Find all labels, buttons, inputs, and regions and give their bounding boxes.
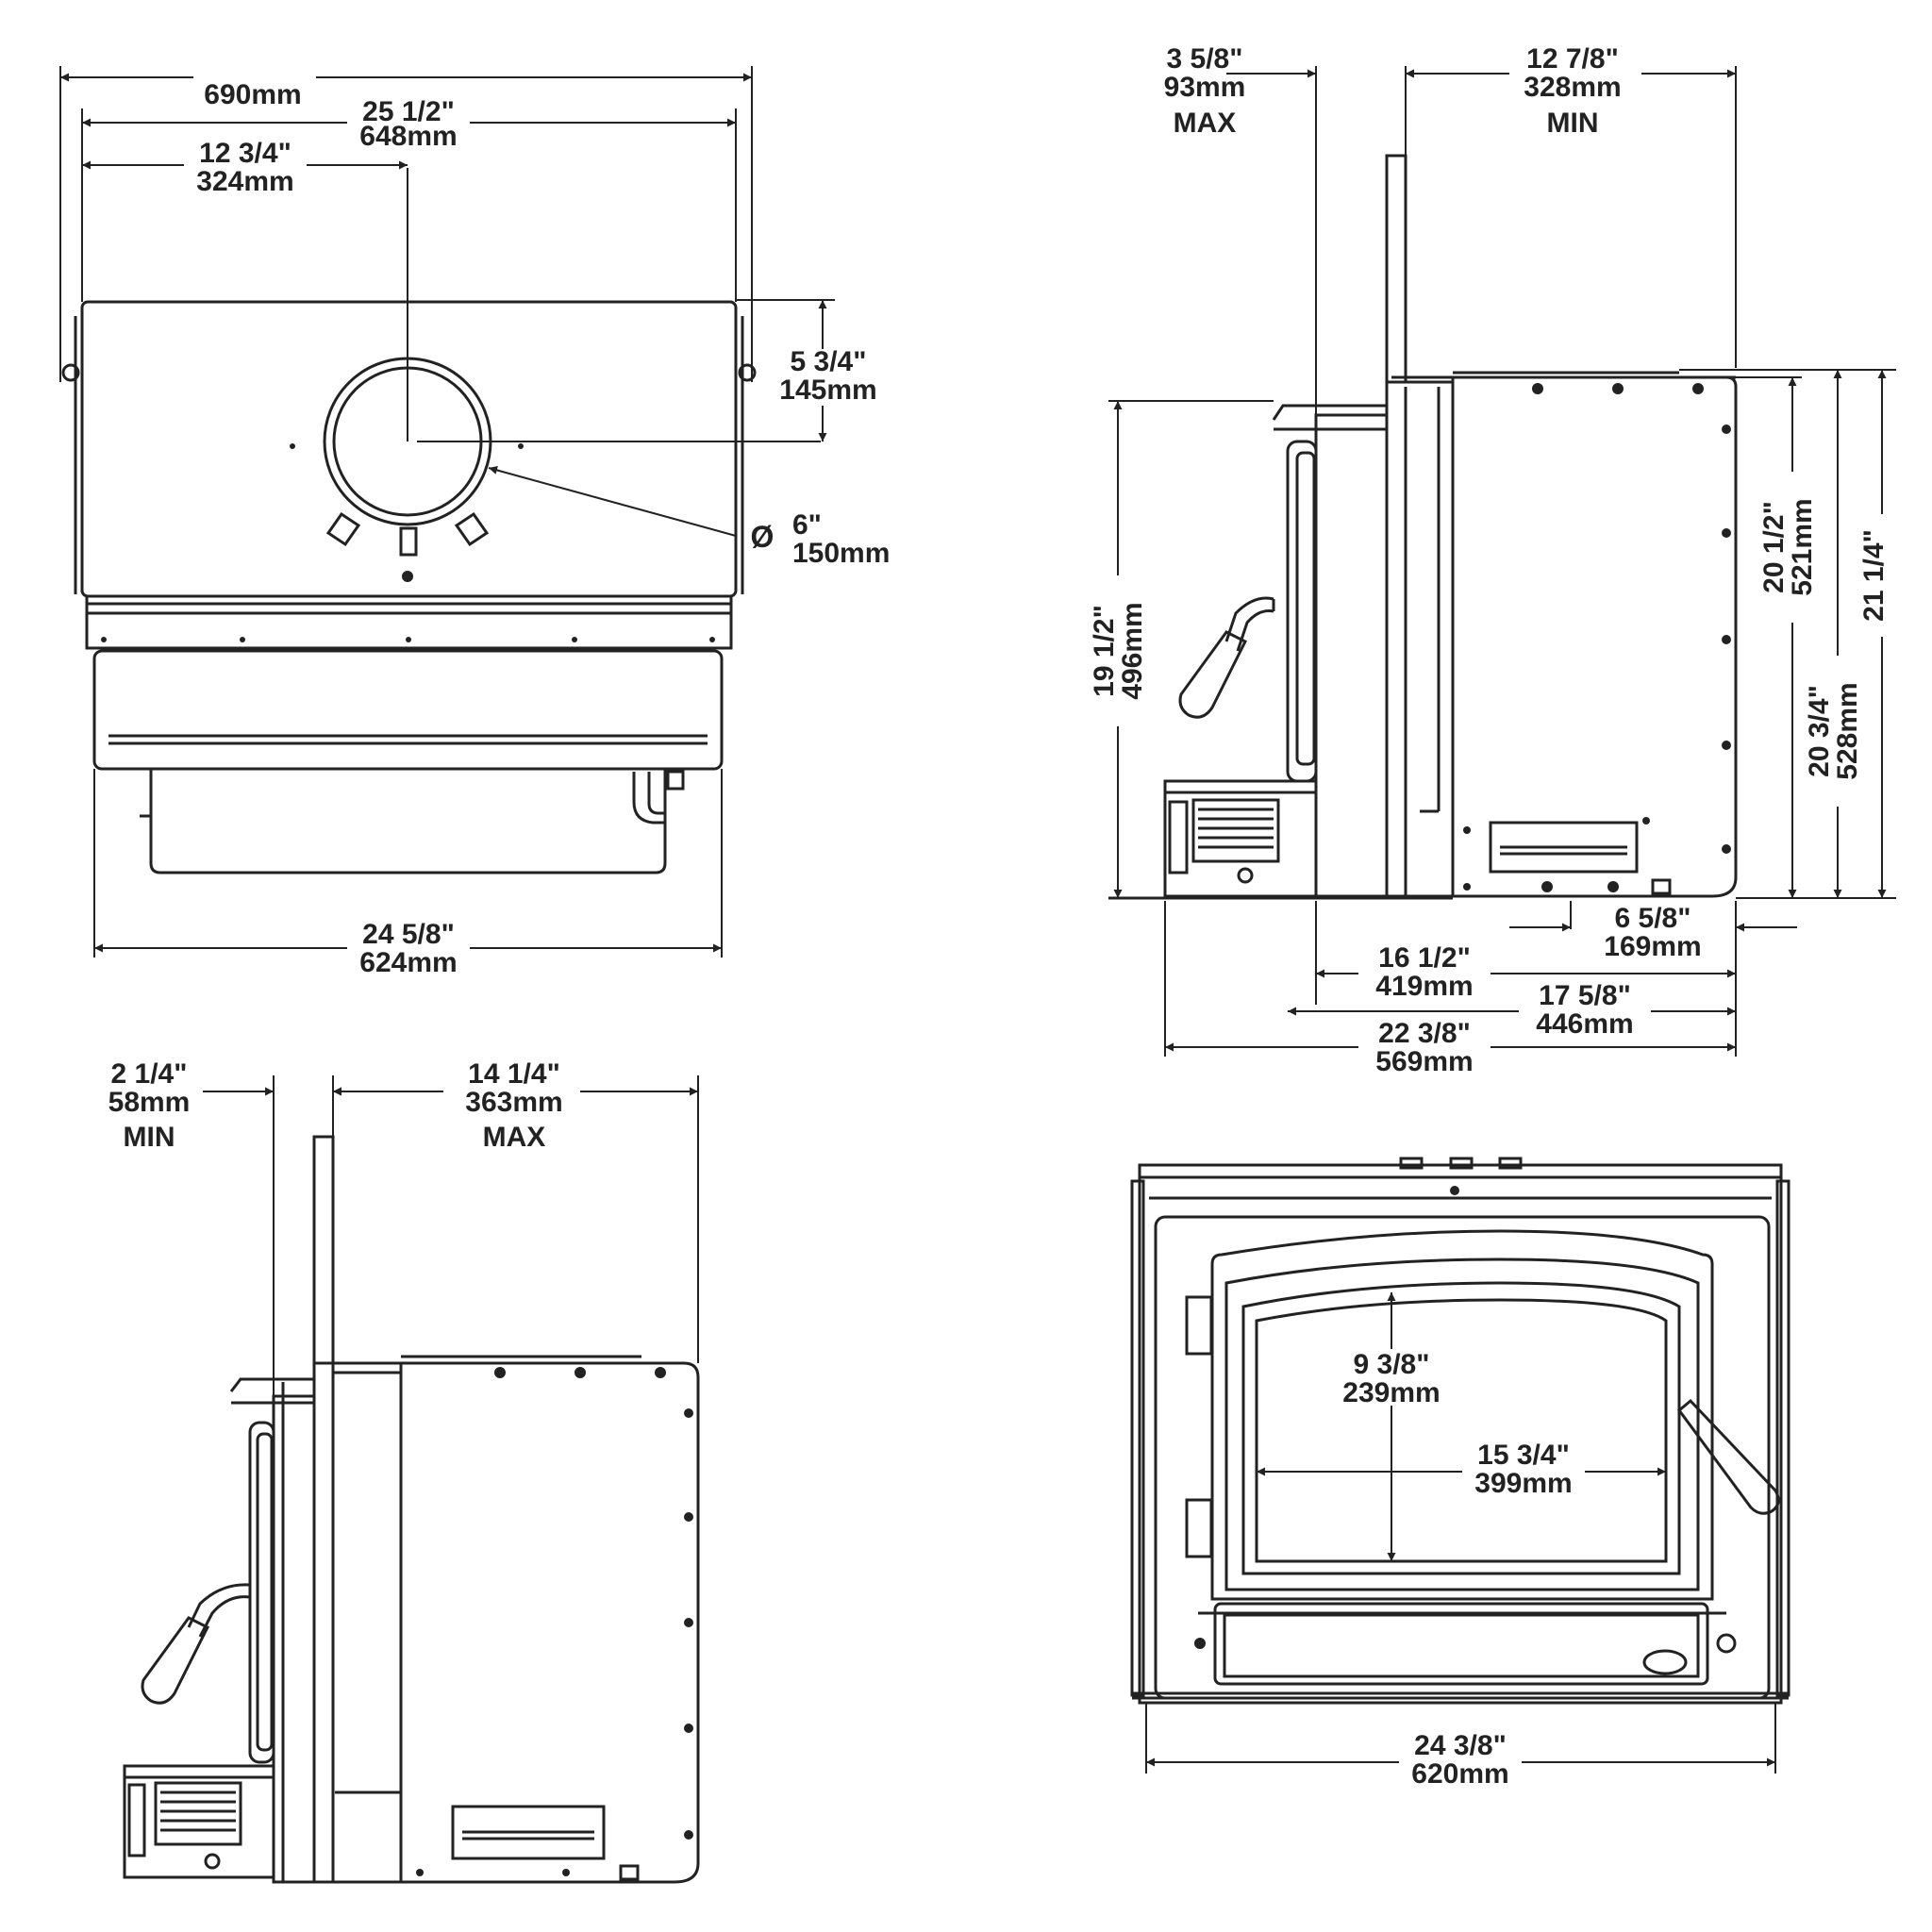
side-view-upper-extension-lines <box>1108 66 1896 1057</box>
dim-label-399mm: 399mm <box>1474 1468 1572 1499</box>
side-view-upper: 3 5/8" 93mm MAX 12 7/8" 328mm MIN 19 1/2… <box>1085 43 1901 1077</box>
dim-label-24-3-8-in: 24 3/8" <box>1414 1730 1507 1761</box>
top-view-outline <box>61 300 757 874</box>
side-view-upper-bolts <box>1463 383 1731 892</box>
dim-label-58mm: 58mm <box>108 1087 191 1118</box>
dim-label-2-1-4-in: 2 1/4" <box>111 1058 188 1090</box>
diameter-symbol: Ø <box>751 520 774 554</box>
dim-label-max-upper: MAX <box>1174 108 1237 139</box>
side-view-lower-bolts <box>416 1367 693 1876</box>
dim-label-169mm: 169mm <box>1604 931 1701 962</box>
dim-label-521mm: 521mm <box>1787 498 1818 595</box>
top-view-extension-lines <box>59 66 835 958</box>
dim-label-239mm: 239mm <box>1342 1377 1440 1408</box>
dim-label-17-5-8-in: 17 5/8" <box>1539 980 1631 1011</box>
top-view: 690mm 25 1/2" 648mm 12 3/4" 324mm 5 3/4"… <box>59 66 890 978</box>
front-view-bolts <box>1194 1186 1459 1649</box>
dim-label-496mm: 496mm <box>1117 602 1148 699</box>
dim-label-19-1-2-in: 19 1/2" <box>1089 605 1120 697</box>
dim-label-93mm: 93mm <box>1164 72 1246 103</box>
dim-label-3-5-8-in: 3 5/8" <box>1167 43 1243 75</box>
dim-label-20-3-4-in: 20 3/4" <box>1804 685 1835 777</box>
dim-label-min-lower: MIN <box>124 1122 175 1153</box>
front-view-outline <box>1130 1157 1790 1705</box>
dim-label-20-1-2-in: 20 1/2" <box>1758 501 1790 593</box>
dim-label-12-7-8-in: 12 7/8" <box>1526 43 1619 75</box>
top-view-bolts <box>101 443 715 642</box>
side-view-lower: 2 1/4" 58mm MIN 14 1/4" 363mm MAX <box>108 1058 700 1884</box>
dim-label-24-5-8-in: 24 5/8" <box>362 919 455 950</box>
dim-label-25-1-2-in: 25 1/2" <box>362 96 455 127</box>
side-view-lower-outline <box>123 1135 700 1884</box>
dim-label-16-1-2-in: 16 1/2" <box>1378 942 1471 974</box>
dim-label-5-3-4-in: 5 3/4" <box>791 346 867 377</box>
dim-label-328mm: 328mm <box>1524 72 1621 103</box>
dim-label-528mm: 528mm <box>1832 682 1863 779</box>
side-view-lower-extension-lines <box>273 1075 699 1396</box>
dim-label-max-lower: MAX <box>483 1122 546 1153</box>
dim-label-6-in: 6" <box>792 509 822 541</box>
dim-label-446mm: 446mm <box>1536 1008 1633 1040</box>
dim-label-14-1-4-in: 14 1/4" <box>468 1058 560 1090</box>
leader-flue-diameter <box>488 466 737 537</box>
dim-label-569mm: 569mm <box>1375 1046 1473 1077</box>
dim-label-363mm: 363mm <box>465 1087 562 1118</box>
dim-label-21-1-4-in: 21 1/4" <box>1858 529 1890 622</box>
dim-label-15-3-4-in: 15 3/4" <box>1477 1440 1570 1471</box>
front-view: 9 3/8" 239mm 15 3/4" 399mm 24 3/8" 620mm <box>1130 1157 1790 1790</box>
dim-label-9-3-8-in: 9 3/8" <box>1354 1349 1430 1380</box>
dim-label-324mm: 324mm <box>196 166 293 197</box>
dim-label-145mm: 145mm <box>779 375 876 406</box>
dim-label-12-3-4-in: 12 3/4" <box>199 138 291 169</box>
dim-label-624mm: 624mm <box>359 947 457 978</box>
dim-label-min-upper: MIN <box>1547 108 1599 139</box>
dim-label-6-5-8-in: 6 5/8" <box>1615 903 1691 934</box>
side-view-upper-outline <box>1108 154 1738 900</box>
dim-label-690mm: 690mm <box>204 79 301 110</box>
dim-label-620mm: 620mm <box>1411 1758 1508 1790</box>
dim-label-419mm: 419mm <box>1375 971 1473 1002</box>
dim-label-648mm: 648mm <box>359 121 457 152</box>
dim-label-22-3-8-in: 22 3/8" <box>1378 1018 1471 1049</box>
dim-label-150mm: 150mm <box>792 538 890 569</box>
